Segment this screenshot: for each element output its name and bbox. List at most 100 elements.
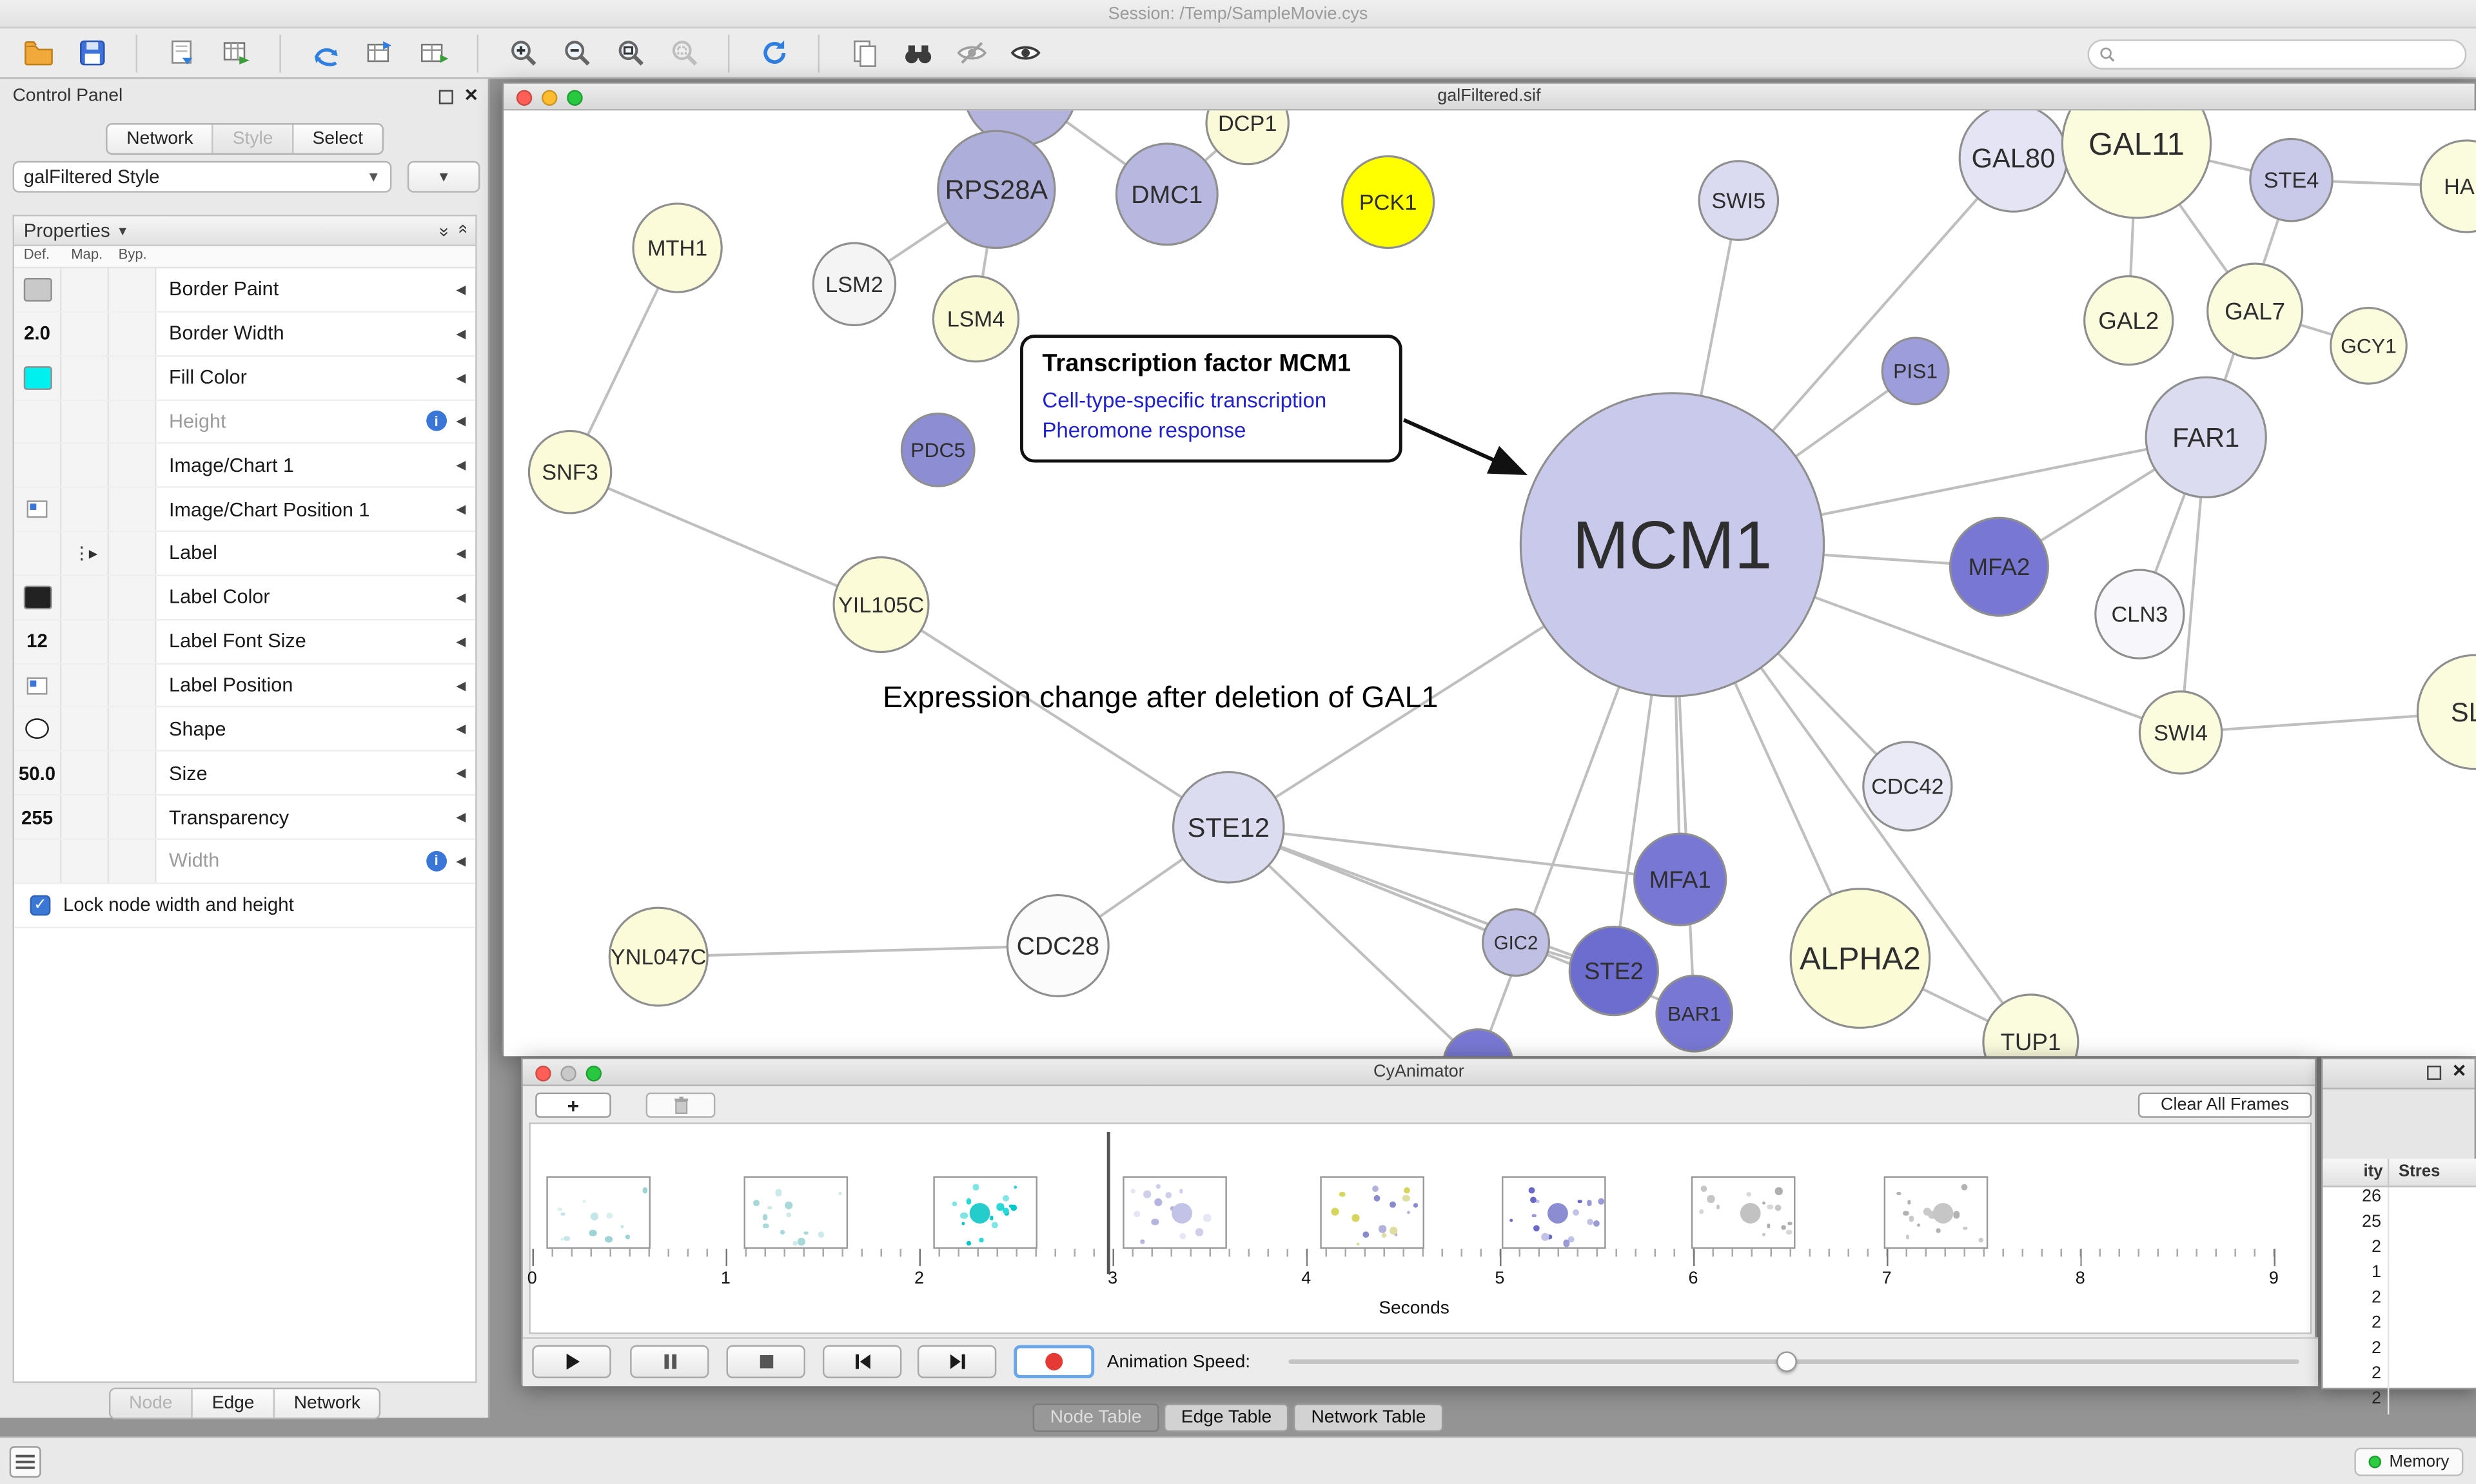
result-column-header[interactable]: Stres (2399, 1162, 2441, 1181)
expand-row-icon[interactable]: ◀ (456, 458, 466, 473)
tab-edge-table[interactable]: Edge Table (1163, 1403, 1290, 1432)
expand-row-icon[interactable]: ◀ (456, 722, 466, 737)
zoom-window-icon[interactable] (567, 89, 583, 105)
table-row[interactable]: 2 (2323, 1338, 2476, 1364)
memory-button[interactable]: Memory (2354, 1447, 2464, 1476)
table-row[interactable]: 2 (2323, 1363, 2476, 1390)
network-node[interactable] (2249, 137, 2334, 222)
expand-row-icon[interactable]: ◀ (456, 546, 466, 561)
open-session-icon[interactable] (19, 34, 57, 72)
zoom-window-icon[interactable] (585, 1064, 602, 1081)
cyanimator-titlebar[interactable]: CyAnimator (522, 1059, 2315, 1086)
default-value-cell[interactable] (14, 664, 62, 707)
network-node[interactable] (1982, 993, 2079, 1057)
network-node[interactable] (2083, 275, 2174, 366)
network-window-titlebar[interactable]: galFiltered.sif (504, 83, 2475, 111)
network-node[interactable] (1519, 392, 1825, 698)
expand-row-icon[interactable]: ◀ (456, 810, 466, 825)
property-row[interactable]: Image/Chart Position 1◀ (14, 488, 476, 532)
expand-row-icon[interactable]: ◀ (456, 766, 466, 781)
table-row[interactable]: 25 (2323, 1212, 2476, 1238)
property-row[interactable]: Fill Color◀ (14, 356, 476, 400)
network-edge[interactable] (880, 603, 1230, 829)
frame-thumbnail[interactable] (743, 1176, 849, 1249)
network-node[interactable] (1443, 1028, 1513, 1057)
minimize-window-icon[interactable] (542, 89, 558, 105)
property-row[interactable]: ⋮▸Label◀ (14, 532, 476, 576)
network-node[interactable] (2419, 139, 2476, 233)
network-edge[interactable] (1227, 826, 1478, 1057)
skip-to-end-button[interactable] (917, 1345, 997, 1378)
tab-node-style[interactable]: Node (110, 1389, 193, 1418)
bypass-cell[interactable] (108, 268, 157, 311)
network-node[interactable] (1006, 893, 1110, 997)
mapping-cell[interactable] (61, 708, 109, 750)
mapping-cell[interactable] (61, 664, 109, 707)
network-node[interactable] (2138, 690, 2223, 775)
frame-thumbnail[interactable] (1883, 1176, 1989, 1249)
network-node[interactable] (1881, 337, 1950, 405)
mapping-cell[interactable] (61, 312, 109, 355)
mapping-cell[interactable] (61, 796, 109, 839)
tab-style[interactable]: Style (213, 124, 294, 153)
annotation-link[interactable]: Pheromone response (1042, 418, 1246, 442)
close-panel-icon[interactable]: ✕ (464, 86, 479, 106)
network-node[interactable] (1341, 155, 1435, 249)
zoom-in-icon[interactable] (504, 34, 542, 72)
frame-thumbnail[interactable] (1691, 1176, 1796, 1249)
table-row[interactable]: 1 (2323, 1263, 2476, 1289)
default-value-cell[interactable]: 255 (14, 796, 62, 839)
network-node[interactable] (832, 556, 930, 654)
bypass-cell[interactable] (108, 576, 157, 619)
expand-row-icon[interactable]: ◀ (456, 502, 466, 517)
bypass-cell[interactable] (108, 356, 157, 399)
bypass-cell[interactable] (108, 620, 157, 663)
save-session-icon[interactable] (73, 34, 111, 72)
new-network-from-table-icon[interactable] (360, 34, 398, 72)
style-selector[interactable]: galFiltered Style ▼ (12, 161, 392, 193)
network-node[interactable] (812, 242, 897, 327)
mapping-cell[interactable] (61, 752, 109, 795)
default-value-cell[interactable] (14, 268, 62, 311)
default-value-cell[interactable] (14, 400, 62, 443)
default-value-cell[interactable] (14, 356, 62, 399)
mapping-cell[interactable] (61, 488, 109, 531)
expand-row-icon[interactable]: ◀ (456, 326, 466, 341)
network-annotation[interactable]: Transcription factor MCM1 Cell-type-spec… (1020, 335, 1402, 463)
network-node[interactable] (2061, 110, 2212, 219)
timeline-playhead[interactable] (1106, 1131, 1110, 1274)
network-node[interactable] (1655, 974, 1734, 1053)
expand-row-icon[interactable]: ◀ (456, 634, 466, 649)
minimize-window-icon[interactable] (560, 1064, 576, 1081)
delete-frame-button[interactable] (645, 1092, 716, 1118)
network-node[interactable] (527, 429, 613, 514)
show-all-icon[interactable] (1006, 34, 1044, 72)
network-node[interactable] (900, 413, 976, 487)
collapse-all-icon[interactable]: » (453, 227, 473, 234)
network-node[interactable] (2094, 569, 2185, 659)
properties-header[interactable]: Properties ▼ » » (14, 216, 476, 247)
style-options-button[interactable]: ▼ (407, 161, 480, 193)
expand-row-icon[interactable]: ◀ (456, 370, 466, 385)
network-node[interactable] (1698, 160, 1780, 241)
stop-button[interactable] (726, 1345, 805, 1378)
search-network-icon[interactable] (898, 34, 936, 72)
default-value-cell[interactable]: 2.0 (14, 312, 62, 355)
panel-menu-button[interactable] (9, 1446, 41, 1478)
close-window-icon[interactable] (516, 89, 533, 105)
mapping-cell[interactable] (61, 400, 109, 443)
default-value-cell[interactable] (14, 839, 62, 883)
expand-row-icon[interactable]: ◀ (456, 282, 466, 297)
default-value-cell[interactable]: 50.0 (14, 752, 62, 795)
table-row[interactable]: 26 (2323, 1187, 2476, 1213)
network-node[interactable] (2416, 654, 2476, 770)
default-value-cell[interactable] (14, 532, 62, 575)
default-value-cell[interactable]: 12 (14, 620, 62, 663)
float-panel-icon[interactable] (2426, 1066, 2441, 1080)
tab-network-table[interactable]: Network Table (1293, 1403, 1444, 1432)
mapping-cell[interactable] (61, 620, 109, 663)
